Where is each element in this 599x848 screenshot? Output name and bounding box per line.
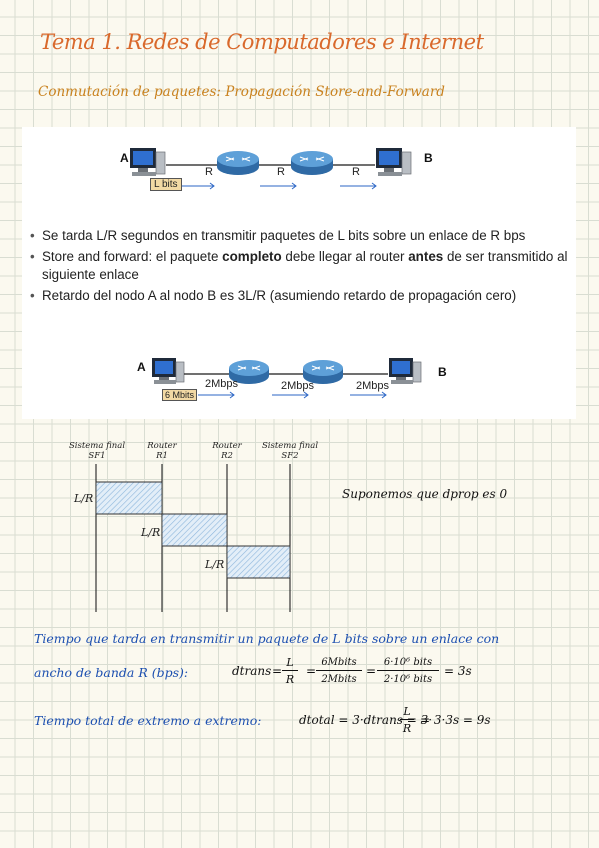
formula-line-3: Tiempo total de extremo a extremo: xyxy=(34,713,262,728)
fraction-denominator: R xyxy=(402,722,412,735)
list-item: Retardo del nodo A al nodo B es 3L/R (as… xyxy=(30,287,575,305)
router-icon-1 xyxy=(217,151,259,175)
timing-diagram xyxy=(95,464,291,612)
fraction-numerator: 6Mbits xyxy=(316,656,362,671)
fraction-denominator: R xyxy=(285,673,295,686)
computer-icon-b xyxy=(389,358,422,384)
interval-label-3: L/R xyxy=(205,558,225,571)
fraction-numerator: L xyxy=(282,656,298,671)
computer-icon-a xyxy=(152,358,185,384)
router-icon-2 xyxy=(303,360,343,384)
page-subtitle: Conmutación de paquetes: Propagación Sto… xyxy=(38,84,445,100)
node-a-label: A xyxy=(137,360,146,374)
fraction-numerator: 6·10⁶ bits xyxy=(377,656,439,671)
arrow-icon xyxy=(272,391,309,399)
packet-transmission-1 xyxy=(95,481,163,515)
link-label-2: R xyxy=(277,166,285,178)
arrow-icon xyxy=(260,182,297,190)
formula-line-1: Tiempo que tarda en transmitir un paquet… xyxy=(34,631,500,646)
fraction-denominator: 2·10⁶ bits xyxy=(383,674,433,685)
computer-icon-a xyxy=(130,148,166,176)
network-diagram-1 xyxy=(130,148,412,190)
equals-sign: = xyxy=(272,664,283,678)
packet-box: L bits xyxy=(150,178,182,191)
node-b-label: B xyxy=(438,365,447,379)
packet-box: 6 Mbits xyxy=(162,389,198,401)
network-diagram-2 xyxy=(152,358,422,399)
list-item: Se tarda L/R segundos en transmitir paqu… xyxy=(30,227,575,245)
arrow-icon xyxy=(198,391,235,399)
link-label-2: 2Mbps xyxy=(281,380,315,392)
node-b-label: B xyxy=(424,151,433,165)
dtotal-result: = 3·3s = 9s xyxy=(420,713,491,727)
equals-sign: = xyxy=(366,664,377,678)
assumption-note: Suponemos que dprop es 0 xyxy=(342,487,508,501)
packet-transmission-2 xyxy=(161,513,228,547)
bullet-list: Se tarda L/R segundos en transmitir paqu… xyxy=(30,227,575,308)
fraction-numerator: L xyxy=(400,705,414,720)
interval-label-2: L/R xyxy=(141,526,161,539)
link-label-3: 2Mbps xyxy=(356,380,390,392)
dtrans-result: = 3s xyxy=(444,664,472,678)
link-label-1: R xyxy=(205,166,213,178)
dtotal-label: dtotal = 3·dtrans = 3· xyxy=(299,713,433,727)
router-icon-2 xyxy=(291,151,333,175)
arrow-icon xyxy=(340,182,377,190)
node-a-label: A xyxy=(120,151,129,165)
equals-sign: = xyxy=(306,664,317,678)
formula-line-2: ancho de banda R (bps): xyxy=(34,665,189,680)
arrow-icon xyxy=(178,182,215,190)
fraction-denominator: 2Mbits xyxy=(321,674,357,685)
list-item: Store and forward: el paquete completo d… xyxy=(30,248,575,284)
packet-transmission-3 xyxy=(226,545,291,579)
link-label-3: R xyxy=(352,166,360,178)
computer-icon-b xyxy=(376,148,412,176)
arrow-icon xyxy=(350,391,387,399)
dtrans-label: dtrans xyxy=(232,664,272,678)
router-icon-1 xyxy=(229,360,269,384)
link-label-1: 2Mbps xyxy=(205,378,239,390)
interval-label-1: L/R xyxy=(74,492,94,505)
page-title: Tema 1. Redes de Computadores e Internet xyxy=(40,30,484,54)
